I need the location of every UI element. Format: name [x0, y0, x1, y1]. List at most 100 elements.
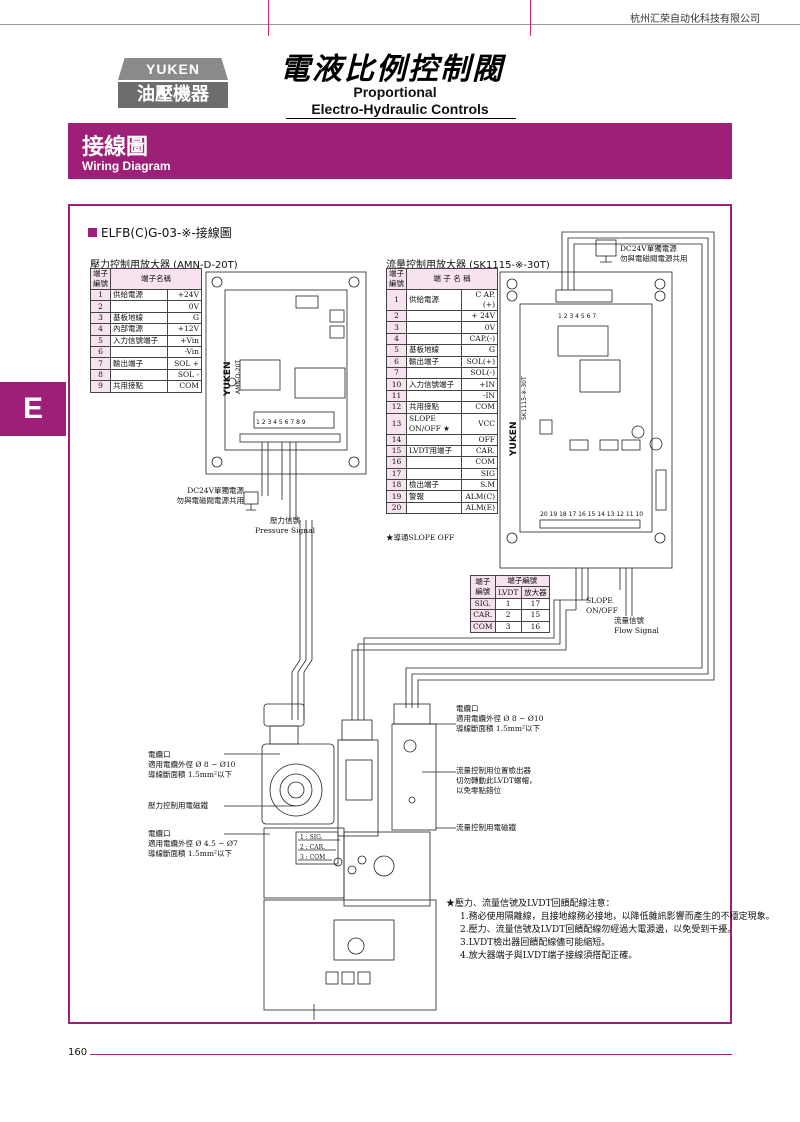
- terminal-name: 輸出端子: [110, 357, 168, 370]
- terminal-number: 3: [386, 321, 407, 334]
- dc24-left-line1: DC24V單獨電源: [187, 486, 244, 495]
- terminal-number: 15: [386, 444, 407, 458]
- connector-pin-1: 1 : SIG.: [300, 834, 323, 841]
- terminal-name: [405, 389, 463, 403]
- table-row: 6-Vin: [90, 345, 203, 359]
- terminal-number: 9: [90, 380, 111, 393]
- terminal-signal: S.M: [461, 479, 498, 492]
- terminal-name: 共用接點: [110, 380, 168, 393]
- terminal-name: 基板地線: [405, 344, 463, 357]
- square-bullet-icon: [88, 228, 97, 237]
- flow-amp-board: [499, 271, 673, 569]
- terminal-name: 共用接點: [405, 401, 463, 414]
- terminal-signal: 0V: [461, 321, 498, 334]
- terminal-number: 6: [90, 345, 111, 359]
- sk-brand: YUKEN: [509, 422, 519, 457]
- page-number: 160: [68, 1047, 88, 1058]
- wiring-note-1: 1.務必使用隔離線，且接地線務必接地，以降低雜訊影響而產生的不穩定現象。: [460, 912, 775, 922]
- pressure-amp-board: [205, 271, 367, 475]
- sk-terminal-top: 1 2 3 4 5 6 7: [558, 313, 596, 320]
- terminal-name: 入力信號端子: [405, 378, 463, 391]
- terminal-name: [110, 368, 168, 382]
- lvdt-cell-lvdt: 3: [494, 620, 522, 633]
- terminal-signal: VCC: [461, 412, 498, 435]
- terminal-name: SLOPE ON/OFF ★: [405, 412, 463, 435]
- terminal-signal: G: [461, 344, 498, 357]
- slope-onoff-text: ON/OFF: [586, 606, 618, 615]
- pressure-table-head-name: 端子名稱: [110, 268, 202, 290]
- cable-port-left2-spec2: 導線斷面積 1.5mm²以下: [148, 849, 233, 858]
- pressure-signal-en: Pressure Signal: [254, 526, 316, 535]
- pressure-table-head-no: 端子編號: [90, 268, 111, 290]
- terminal-signal: 0V: [166, 300, 203, 313]
- terminal-name: [405, 332, 463, 346]
- wiring-notes-title: ★壓力、流量信號及LVDT回饋配線注意：: [446, 899, 615, 909]
- terminal-number: 2: [386, 309, 407, 323]
- terminal-number: 18: [386, 479, 407, 492]
- wiring-note-2: 2.壓力、流量信號及LVDT回饋配線勿經過大電源邊，以免受到干擾。: [460, 925, 737, 935]
- terminal-signal: COM: [166, 380, 203, 393]
- table-row: 2 + 24V: [386, 309, 498, 323]
- page-title-en-1: Proportional: [353, 84, 437, 100]
- table-row: 3 0V: [386, 321, 498, 334]
- lvdt-warning-1: 切勿轉動此LVDT螺帽，: [456, 776, 537, 785]
- wiring-note-4: 4.放大器端子與LVDT端子接線須搭配正確。: [460, 951, 638, 961]
- terminal-signal: -IN: [461, 389, 498, 403]
- pressure-signal-cn: 壓力信號: [270, 516, 300, 525]
- slope-label: SLOPE ON/OFF: [586, 596, 618, 616]
- terminal-signal: +24V: [166, 288, 203, 302]
- flow-table-head-name: 端 子 名 稱: [406, 268, 498, 290]
- terminal-number: 1: [90, 288, 111, 302]
- cable-port-left-title: 電纜口: [148, 750, 171, 759]
- terminal-signal: SOL +: [166, 357, 203, 370]
- terminal-number: 11: [386, 389, 407, 403]
- terminal-name: 輸出端子: [405, 355, 463, 368]
- amn-terminal-numbers: 1 2 3 4 5 6 7 8 9: [256, 419, 306, 426]
- lvdt-detector-title: 流量控制用位置檢出器: [456, 766, 531, 775]
- lvdt-warning-2: 以免零點錯位: [456, 786, 501, 795]
- terminal-number: 19: [386, 490, 407, 503]
- terminal-signal: +12V: [166, 323, 203, 336]
- lvdt-head-span: 端子編號: [494, 574, 551, 588]
- terminal-name: [405, 467, 463, 481]
- cable-port-left-spec1: 適用電纜外徑 Ø 8 ~ Ø10: [148, 760, 236, 769]
- cable-port-left2-title: 電纜口: [148, 829, 171, 838]
- flow-signal-en: Flow Signal: [614, 626, 659, 635]
- lvdt-cell-lvdt: 2: [494, 609, 522, 622]
- terminal-number: 10: [386, 378, 407, 391]
- terminal-signal: SOL(+): [461, 355, 498, 368]
- terminal-number: 17: [386, 467, 407, 481]
- flow-amp-title: 流量控制用放大器 (SK1115-※-30T): [386, 260, 550, 271]
- terminal-name: [405, 321, 463, 334]
- terminal-number: 20: [386, 501, 407, 515]
- lvdt-head-amp: 放大器: [520, 586, 551, 599]
- terminal-number: 1: [386, 289, 407, 311]
- terminal-number: 4: [90, 323, 111, 336]
- cable-port-left-spec2: 導線斷面積 1.5mm²以下: [148, 770, 233, 779]
- wiring-note-3: 3.LVDT檢出器回饋配線儘可能縮短。: [460, 938, 611, 948]
- terminal-signal: G: [166, 311, 203, 325]
- terminal-name: 基板地線: [110, 311, 168, 325]
- sk-terminal-bottom: 20 19 18 17 16 15 14 13 12 11 10: [540, 511, 643, 518]
- terminal-signal: + 24V: [461, 309, 498, 323]
- terminal-number: 8: [90, 368, 111, 382]
- cable-port-right: 電纜口 適用電纜外徑 Ø 8 ~ Ø10 導線斷面積 1.5mm²以下: [456, 704, 543, 734]
- terminal-signal: CAP.(-): [461, 332, 498, 346]
- terminal-name: [110, 300, 168, 313]
- lvdt-detector-label: 流量控制用位置檢出器 切勿轉動此LVDT螺帽， 以免零點錯位: [456, 766, 537, 796]
